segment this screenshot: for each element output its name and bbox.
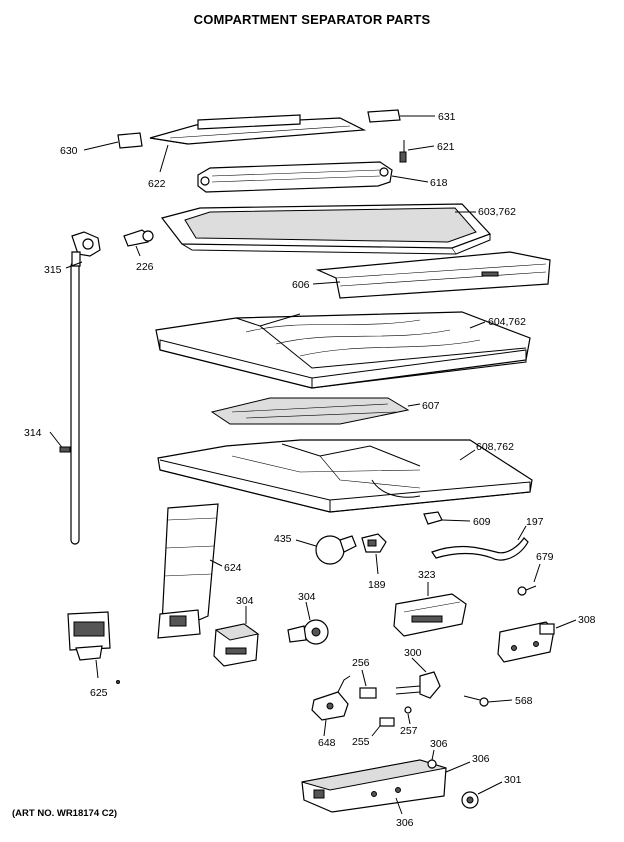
part-603 <box>160 203 492 255</box>
part-304-box <box>213 606 260 667</box>
part-679 <box>517 563 541 596</box>
callout-256: 256 <box>352 657 370 669</box>
part-618 <box>197 161 429 193</box>
part-189 <box>361 533 387 575</box>
callout-631: 631 <box>438 111 456 123</box>
part-226 <box>123 229 154 257</box>
callout-630: 630 <box>60 145 78 157</box>
callout-308: 308 <box>578 614 596 626</box>
callout-306c: 306 <box>396 817 414 829</box>
part-606 <box>312 251 551 299</box>
part-197 <box>431 525 529 561</box>
callout-314: 314 <box>24 427 42 439</box>
callout-315: 315 <box>44 264 62 276</box>
part-630 <box>83 132 143 151</box>
callout-607: 607 <box>422 400 440 412</box>
callout-603: 603,762 <box>478 206 516 218</box>
callout-255: 255 <box>352 736 370 748</box>
part-608 <box>157 439 533 513</box>
part-255 <box>371 717 395 737</box>
callout-608: 608,762 <box>476 441 514 453</box>
callout-257: 257 <box>400 725 418 737</box>
callout-226: 226 <box>136 261 154 273</box>
callout-604: 604,762 <box>488 316 526 328</box>
part-314-315-rod <box>49 231 101 545</box>
art-number: (ART NO. WR18174 C2) <box>12 808 118 819</box>
part-301 <box>461 781 503 809</box>
callout-568: 568 <box>515 695 533 707</box>
callout-189: 189 <box>368 579 386 591</box>
callout-301: 301 <box>504 774 522 786</box>
part-622 <box>149 114 367 173</box>
callout-435: 435 <box>274 533 292 545</box>
part-306-bracket <box>301 749 471 815</box>
part-631 <box>367 109 435 123</box>
part-256 <box>359 669 377 699</box>
callout-622: 622 <box>148 178 166 190</box>
part-607 <box>210 397 421 425</box>
callout-606: 606 <box>292 279 310 291</box>
part-604 <box>155 311 531 389</box>
callout-621: 621 <box>437 141 455 153</box>
part-648 <box>311 675 351 737</box>
callout-679: 679 <box>536 551 554 563</box>
callout-304a: 304 <box>236 595 254 607</box>
part-624 <box>157 503 223 639</box>
part-621 <box>399 140 435 163</box>
callout-300: 300 <box>404 647 422 659</box>
callout-306a: 306 <box>430 738 448 750</box>
part-568 <box>463 695 513 707</box>
part-609 <box>423 511 471 525</box>
callout-624: 624 <box>224 562 242 574</box>
callout-648: 648 <box>318 737 336 749</box>
part-300 <box>395 657 441 699</box>
part-323 <box>393 582 467 637</box>
callout-197: 197 <box>526 516 544 528</box>
part-435 <box>295 535 357 565</box>
part-304-dial <box>287 601 329 645</box>
diagram-title: COMPARTMENT SEPARATOR PARTS <box>193 12 431 27</box>
callout-609: 609 <box>473 516 491 528</box>
callout-306b: 306 <box>472 753 490 765</box>
part-257 <box>404 706 412 725</box>
part-308 <box>497 619 577 663</box>
callout-304b: 304 <box>298 591 316 603</box>
callout-323: 323 <box>418 569 436 581</box>
callout-625: 625 <box>90 687 108 699</box>
callout-618: 618 <box>430 177 448 189</box>
part-625 <box>67 611 120 684</box>
